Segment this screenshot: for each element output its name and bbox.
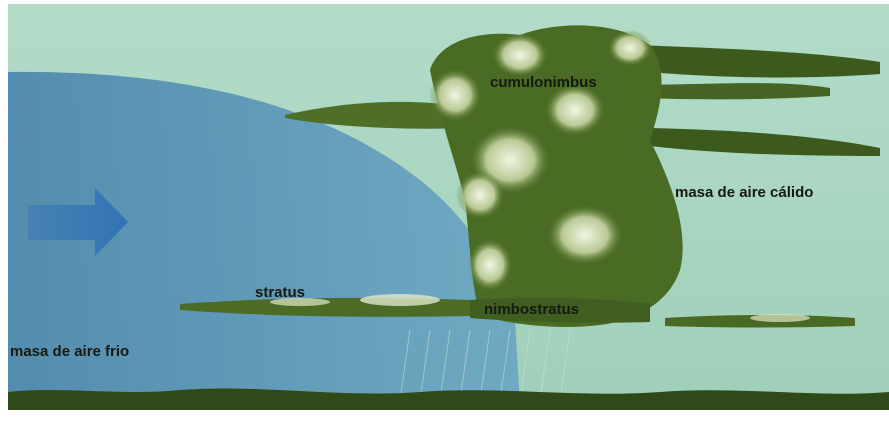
cumulonimbus-label: cumulonimbus	[490, 75, 597, 90]
cold-air-mass-label: masa de aire frio	[10, 344, 129, 359]
stratus-label: stratus	[255, 285, 305, 300]
nimbostratus-label: nimbostratus	[484, 302, 579, 317]
warm-air-mass-label: masa de aire cálido	[675, 185, 813, 200]
